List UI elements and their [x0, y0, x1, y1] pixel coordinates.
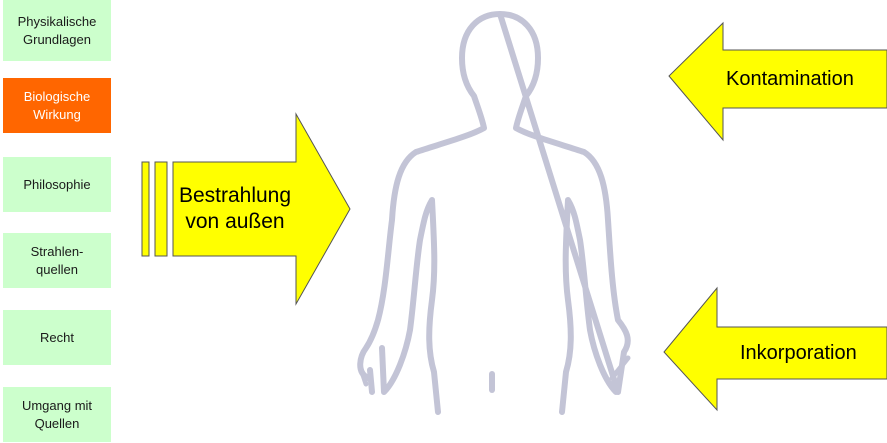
contamination-label: Kontamination	[726, 66, 887, 92]
arrow-tail-bar-1	[142, 162, 149, 256]
external-irradiation-label: Bestrahlung von außen	[174, 183, 296, 235]
human-body-outline	[360, 14, 628, 412]
arrow-tail-bar-2	[155, 162, 167, 256]
incorporation-label: Inkorporation	[740, 340, 887, 366]
left-hand-finger	[360, 366, 366, 384]
